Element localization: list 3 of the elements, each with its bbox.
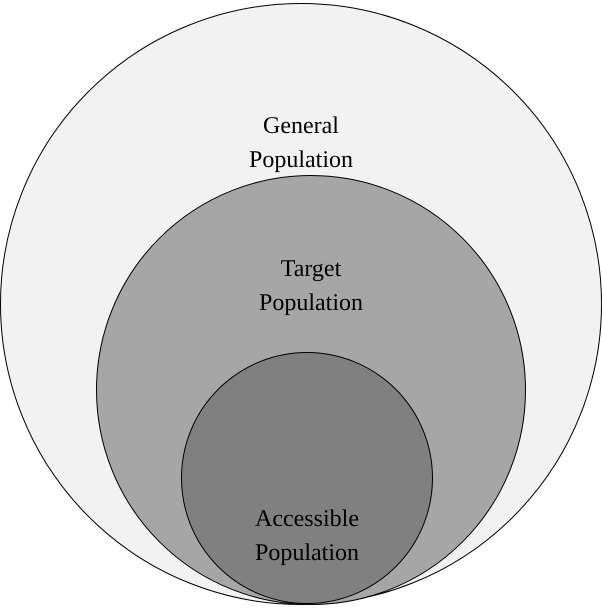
set-label: Accessible Population: [254, 505, 360, 568]
set-label: General Population: [248, 112, 354, 175]
set-label: Target Population: [258, 255, 364, 318]
